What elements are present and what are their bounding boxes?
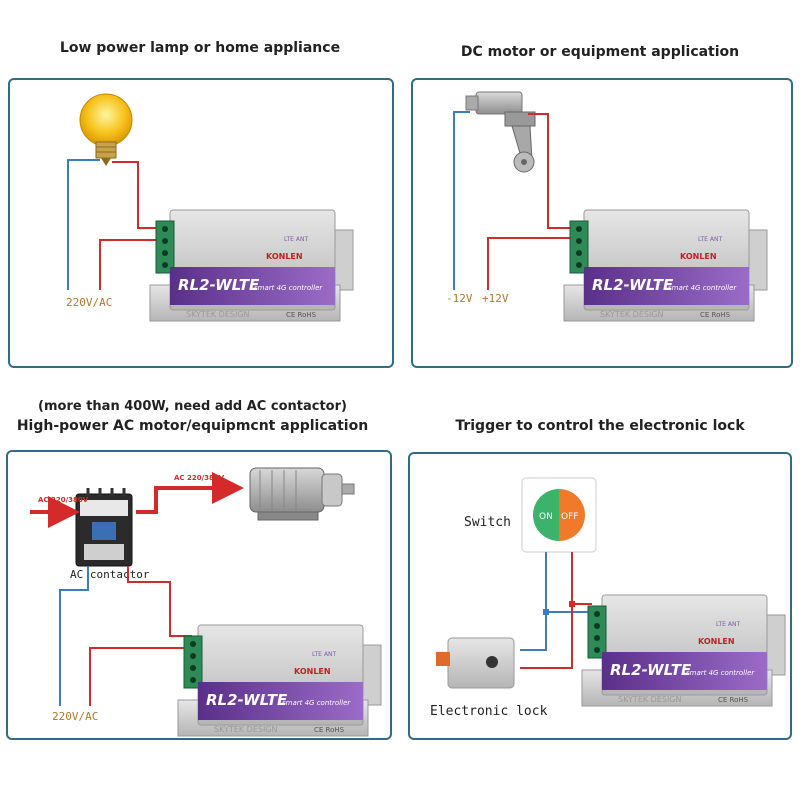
panel-2-heading: DC motor or equipment application bbox=[460, 44, 740, 60]
dc-motor-icon bbox=[465, 91, 536, 173]
wire-red bbox=[112, 161, 168, 229]
subtitle-label: smart 4G controller bbox=[254, 284, 323, 292]
maker-label: SKYTEK DESIGN bbox=[214, 725, 278, 734]
lock-label: Electronic lock bbox=[430, 704, 548, 719]
negative-voltage-label: -12V bbox=[446, 292, 473, 305]
antenna-label: LTE ANT bbox=[284, 236, 308, 243]
off-label: OFF bbox=[561, 512, 578, 522]
wire-blue bbox=[453, 111, 470, 290]
brand-label: KONLEN bbox=[266, 252, 303, 261]
panel-4-diagram: Switch ON OFF Electronic lock bbox=[430, 477, 786, 719]
subtitle-label: smart 4G controller bbox=[686, 669, 755, 677]
wire-red bbox=[99, 239, 168, 290]
wire-blue bbox=[520, 552, 547, 651]
ce-label: CE RoHS bbox=[700, 311, 731, 319]
ce-label: CE RoHS bbox=[314, 726, 345, 734]
voltage-label: 220V/AC bbox=[52, 710, 98, 723]
ce-label: CE RoHS bbox=[718, 696, 749, 704]
antenna-label: LTE ANT bbox=[698, 236, 722, 243]
controller: KONLEN LTE ANT RL2-WLTE smart 4G control… bbox=[563, 209, 768, 322]
controller: KONLEN LTE ANT RL2-WLTE smart 4G control… bbox=[581, 594, 786, 707]
contactor-label: AC contactor bbox=[70, 568, 150, 581]
maker-label: SKYTEK DESIGN bbox=[600, 310, 664, 319]
positive-voltage-label: +12V bbox=[482, 292, 509, 305]
model-label: RL2-WLTE bbox=[610, 661, 692, 679]
wire-red bbox=[127, 566, 192, 637]
ac-input-label: AC 220/380V bbox=[38, 496, 89, 504]
ce-label: CE RoHS bbox=[286, 311, 317, 319]
ac-output-arrow bbox=[136, 472, 244, 514]
subtitle-label: smart 4G controller bbox=[668, 284, 737, 292]
wire-red bbox=[487, 237, 578, 290]
brand-label: KONLEN bbox=[698, 637, 735, 646]
antenna-label: LTE ANT bbox=[312, 651, 336, 658]
panel-3-heading: High-power AC motor/equipmcnt applicatio… bbox=[16, 418, 369, 434]
maker-label: SKYTEK DESIGN bbox=[618, 695, 682, 704]
panel-3-diagram: AC 220/380V AC 220/380V AC contactor 220… bbox=[30, 467, 382, 737]
maker-label: SKYTEK DESIGN bbox=[186, 310, 250, 319]
antenna-label: LTE ANT bbox=[716, 621, 740, 628]
on-label: ON bbox=[539, 512, 553, 522]
brand-label: KONLEN bbox=[294, 667, 331, 676]
wire-blue bbox=[67, 159, 100, 290]
wire-red bbox=[528, 113, 578, 229]
switch-label: Switch bbox=[464, 515, 511, 530]
light-bulb-icon bbox=[79, 93, 133, 166]
wire-red bbox=[89, 647, 192, 706]
panel-2-diagram: -12V +12V KONLEN LTE ANT RL2-WLTE smart … bbox=[446, 91, 768, 322]
wire-red bbox=[520, 604, 573, 669]
voltage-label: 220V/AC bbox=[66, 296, 112, 309]
controller: KONLEN LTE ANT RL2-WLTE smart 4G control… bbox=[177, 624, 382, 737]
subtitle-label: smart 4G controller bbox=[282, 699, 351, 707]
model-label: RL2-WLTE bbox=[206, 691, 288, 709]
ac-motor-icon bbox=[249, 467, 355, 521]
model-label: RL2-WLTE bbox=[592, 276, 674, 294]
model-label: RL2-WLTE bbox=[178, 276, 260, 294]
ac-contactor-icon bbox=[75, 488, 133, 567]
panel-3-heading-note: (more than 400W, need add AC contactor) bbox=[38, 399, 347, 414]
controller: KONLEN LTE ANT RL2-WLTE smart 4G control… bbox=[149, 209, 354, 322]
panel-4-heading: Trigger to control the electronic lock bbox=[455, 418, 745, 434]
electronic-lock-icon bbox=[436, 637, 515, 689]
brand-label: KONLEN bbox=[680, 252, 717, 261]
panel-1-heading: Low power lamp or home appliance bbox=[59, 40, 341, 56]
ac-output-label: AC 220/380V bbox=[174, 474, 225, 482]
wire-blue bbox=[59, 566, 89, 706]
on-off-switch-icon: ON OFF bbox=[521, 477, 597, 553]
panel-1-diagram: 220V/AC KONLEN LTE ANT RL2-WLTE smart 4G… bbox=[66, 93, 354, 322]
wire-red bbox=[571, 552, 592, 605]
